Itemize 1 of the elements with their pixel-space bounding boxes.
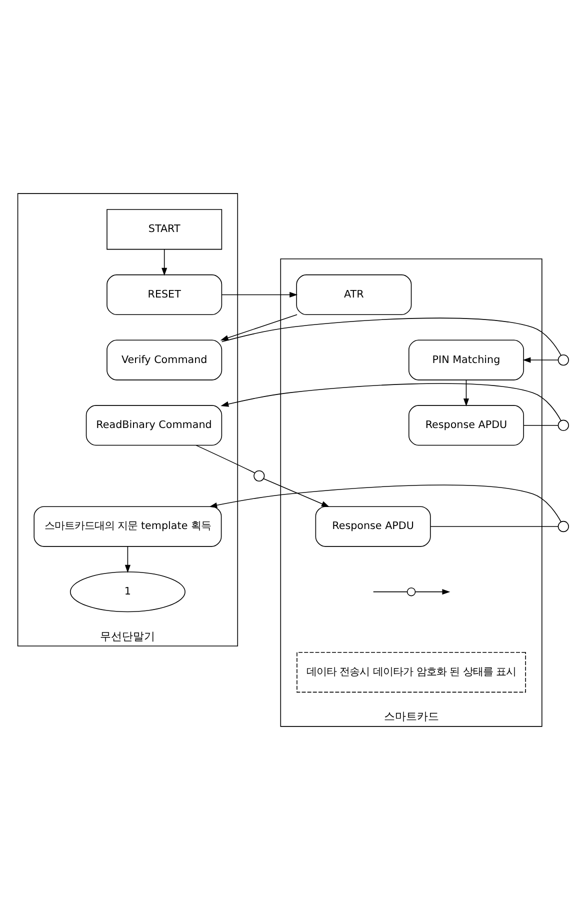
legend-label: 데이타 전송시 데이타가 암호화 된 상태를 표시 (306, 666, 516, 678)
